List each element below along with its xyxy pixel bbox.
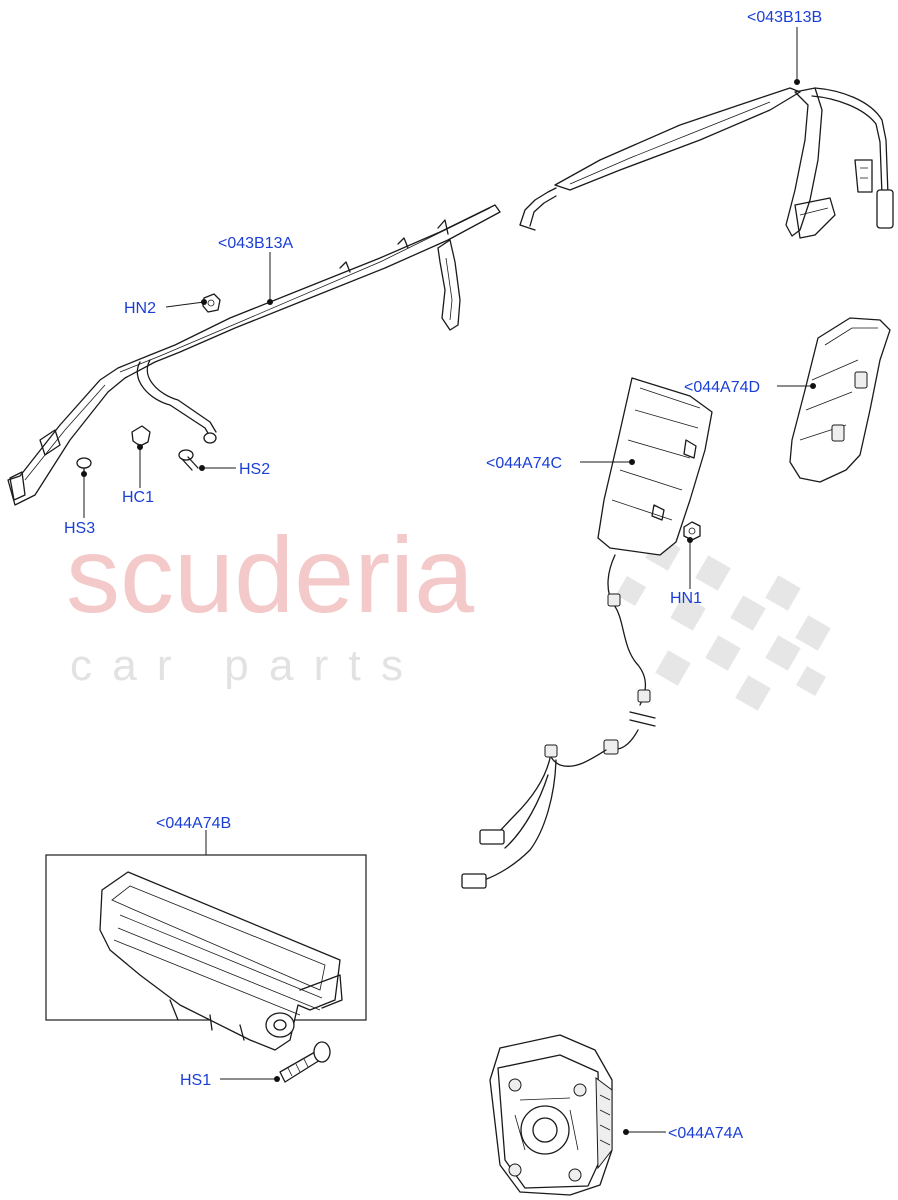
label-hs3: HS3 <box>64 520 95 537</box>
side-airbag-044a74c <box>597 377 713 556</box>
watermark-tagline: c a r p a r t s <box>70 641 407 690</box>
watermark-brand: scuderia <box>66 514 475 635</box>
curtain-airbag-assembly <box>7 87 894 506</box>
driver-airbag-044a74a <box>489 1034 613 1196</box>
checker-flag-watermark <box>615 535 831 711</box>
watermark: scuderia c a r p a r t s <box>66 514 831 711</box>
label-043b13a: <043B13A <box>218 235 294 252</box>
label-044a74a: <044A74A <box>668 1125 744 1142</box>
label-044a74d: <044A74D <box>684 379 760 396</box>
label-044a74b: <044A74B <box>156 815 231 832</box>
label-hs1: HS1 <box>180 1072 211 1089</box>
label-hn1: HN1 <box>670 590 702 607</box>
label-043b13b: <043B13B <box>747 9 822 26</box>
passenger-airbag-044a74b <box>99 871 343 1051</box>
leader-lines <box>81 27 816 1135</box>
label-hc1: HC1 <box>122 489 154 506</box>
side-airbag-044a74d <box>789 317 891 483</box>
hn2-nut <box>202 293 221 313</box>
label-044a74c: <044A74C <box>486 455 562 472</box>
airbag-wiring-harness <box>461 554 656 889</box>
label-hs2: HS2 <box>239 461 270 478</box>
hs1-bolt <box>279 1041 331 1083</box>
hs2-bolt <box>178 449 199 471</box>
hn1-nut <box>683 521 701 541</box>
label-hn2: HN2 <box>124 300 156 317</box>
callout-labels: <043B13B <043B13A HN2 HC1 HS2 HS3 <044A7… <box>64 9 822 1142</box>
